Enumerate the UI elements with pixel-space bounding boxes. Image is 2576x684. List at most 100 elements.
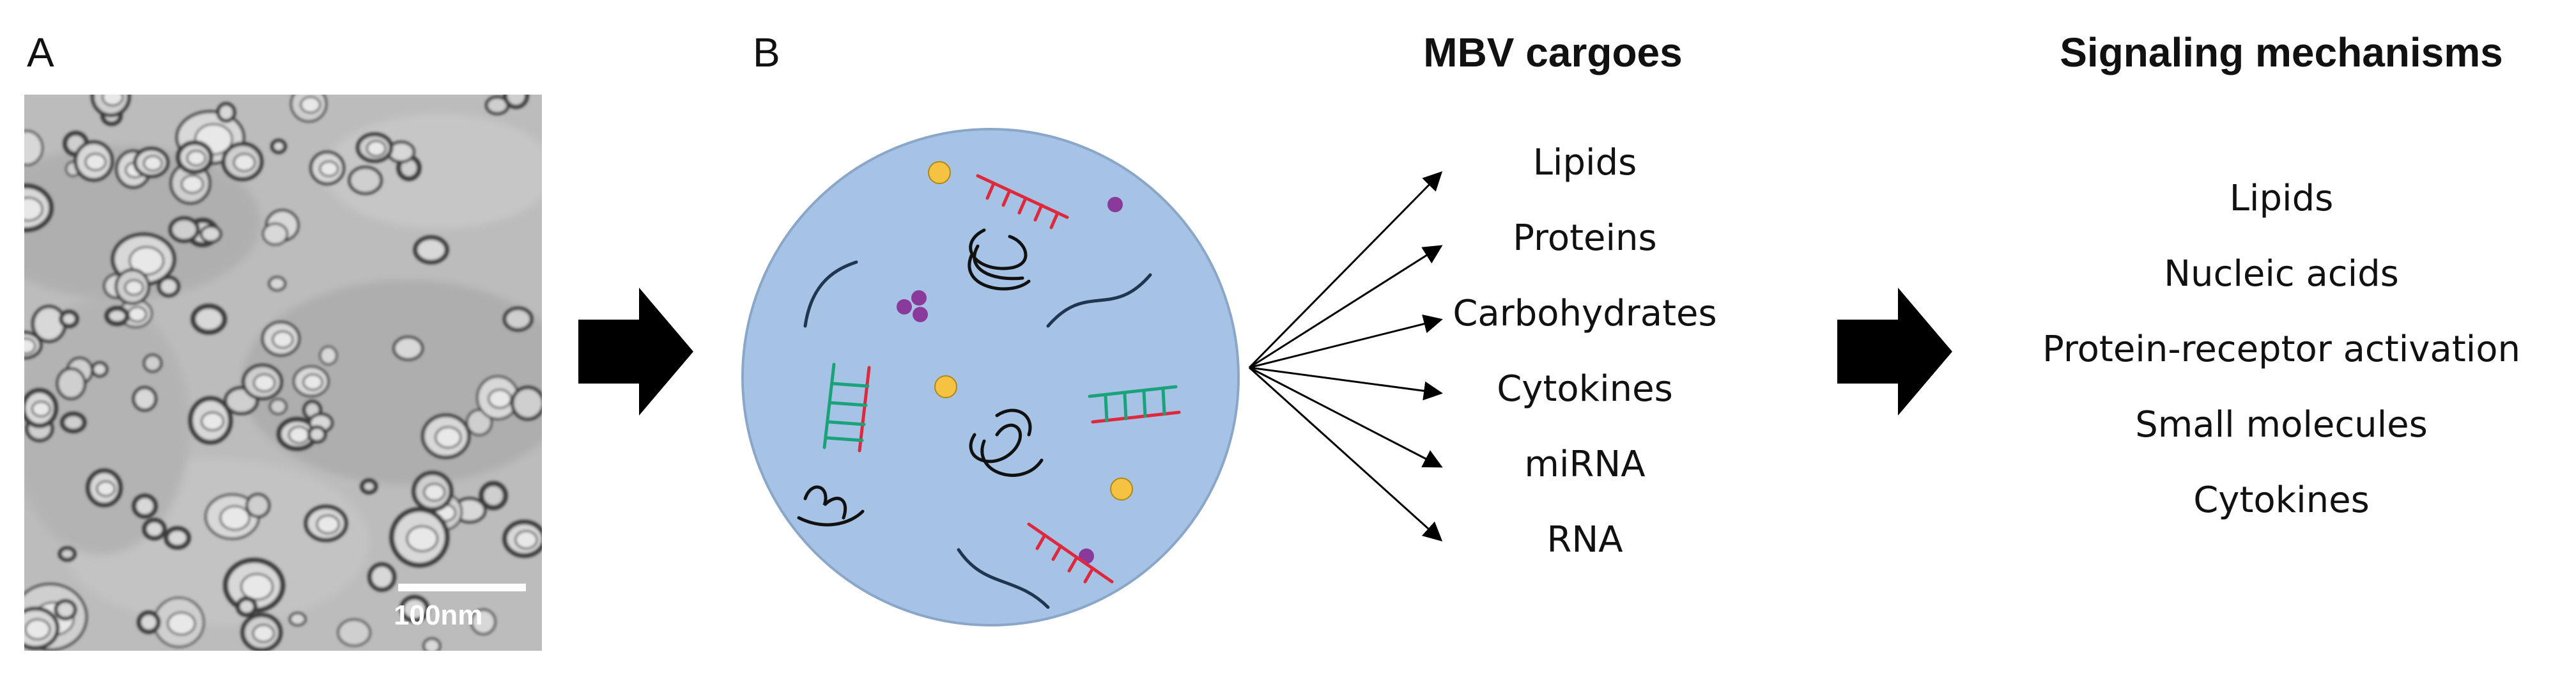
micrograph-vesicle <box>91 361 109 378</box>
signaling-item: Small molecules <box>2135 404 2428 446</box>
signaling-item: Protein-receptor activation <box>2042 329 2520 370</box>
thin-arrow-icon <box>1249 245 1443 369</box>
lipid-dot <box>1110 478 1133 501</box>
micrograph-vesicle-core <box>186 150 206 167</box>
micrograph-vesicle <box>157 276 181 298</box>
micrograph-vesicle-core <box>319 160 339 178</box>
strand <box>803 260 858 328</box>
polymer <box>969 228 1028 270</box>
micrograph-vesicle-core <box>435 426 462 449</box>
micrograph-vesicle <box>132 494 158 519</box>
micrograph-vesicle-core <box>167 611 196 636</box>
cargo-item: miRNA <box>1524 444 1646 485</box>
micrograph-vesicle <box>164 525 191 550</box>
micrograph-vesicle-core <box>423 483 446 502</box>
micrograph-vesicle-core <box>128 245 165 276</box>
thin-arrow-icon <box>1248 366 1443 542</box>
micrograph-vesicle <box>190 304 228 335</box>
micrograph-vesicle <box>502 306 534 332</box>
micrograph-vesicle <box>503 95 529 109</box>
rna-comb <box>1027 522 1114 584</box>
cargoes-list: Lipids Proteins Carbohydrates Cytokines … <box>1425 0 1745 684</box>
panel-a-label: A <box>27 29 54 75</box>
strand <box>957 548 1050 609</box>
micrograph-vesicle-core <box>252 373 276 393</box>
micrograph-vesicle <box>216 102 236 123</box>
polymer <box>980 439 1044 477</box>
cargo-item: Carbohydrates <box>1453 293 1717 334</box>
scale-bar-label: 100nm <box>394 600 483 631</box>
micrograph-vesicle-core <box>24 338 36 355</box>
micrograph-vesicle <box>245 493 271 518</box>
micrograph-vesicle <box>132 385 158 412</box>
micrograph-vesicle <box>510 385 542 421</box>
micrograph-vesicle <box>142 518 167 541</box>
polymer <box>973 244 1024 281</box>
micrograph-vesicle-core <box>240 573 274 601</box>
micrograph-vesicle-core <box>180 174 204 194</box>
strand <box>1046 273 1152 328</box>
micrograph-vesicle-core <box>252 624 275 643</box>
rna-duplex <box>822 362 871 453</box>
micrograph-vesicle <box>270 138 288 155</box>
micrograph-vesicle <box>136 610 161 634</box>
signaling-item: Lipids <box>2229 178 2334 219</box>
block-arrow-right-icon <box>1837 288 1952 416</box>
thin-arrow-group <box>1248 171 1443 542</box>
micrograph-vesicle <box>268 398 288 415</box>
micrograph-vesicle <box>59 411 87 433</box>
cargo-item: RNA <box>1546 519 1623 561</box>
micrograph-vesicle-core <box>84 152 107 171</box>
micrograph-vesicle <box>319 345 338 366</box>
micrograph-vesicle <box>337 618 371 647</box>
cargo-item: Cytokines <box>1497 368 1673 410</box>
thin-arrow-icon <box>1249 314 1443 369</box>
polymer <box>968 254 1031 291</box>
purple-dot <box>897 299 912 315</box>
micrograph-vesicle <box>360 478 378 495</box>
scale-bar <box>398 584 526 591</box>
micrograph-vesicle <box>392 336 424 361</box>
micrograph-vesicle <box>466 408 493 436</box>
block-arrow-right-icon <box>578 288 693 416</box>
purple-dot <box>911 290 927 306</box>
micrograph-vesicle <box>367 562 397 592</box>
cargoes-title: MBV cargoes <box>1423 29 1683 75</box>
polymer <box>995 408 1032 437</box>
micrograph-vesicle <box>307 425 327 444</box>
polymer <box>803 485 847 520</box>
vesicle-icon <box>741 128 1240 626</box>
signaling-title: Signaling mechanisms <box>2060 29 2503 75</box>
rna-duplex <box>1088 385 1181 424</box>
micrograph-vesicle-core <box>124 279 144 296</box>
micrograph-vesicle-core <box>488 389 513 409</box>
purple-dot <box>1107 197 1123 212</box>
micrograph-vesicle <box>268 276 286 291</box>
micrograph-vesicle <box>56 367 86 400</box>
micrograph-vesicle-core <box>302 373 323 391</box>
signaling-item: Cytokines <box>2193 479 2370 521</box>
thin-arrow-icon <box>1249 366 1443 401</box>
micrograph-vesicle <box>58 546 77 562</box>
micrograph-vesicle <box>288 612 307 626</box>
tem-micrograph: 100nm <box>24 95 542 651</box>
micrograph-vesicle-core <box>24 618 51 641</box>
lipid-dot <box>928 161 951 184</box>
micrograph-vesicle-core <box>406 525 438 552</box>
panel-b-label: B <box>753 29 780 75</box>
micrograph-vesicle <box>422 637 442 651</box>
lipid-dot <box>934 375 957 398</box>
micrograph-vesicle-core <box>366 139 387 157</box>
micrograph-vesicle-core <box>96 480 116 497</box>
micrograph-vesicle-core <box>316 514 340 534</box>
micrograph-image <box>24 95 542 651</box>
micrograph-vesicle-core <box>200 411 225 431</box>
micrograph-vesicle-core <box>233 153 256 173</box>
micrograph-vesicle <box>104 306 130 327</box>
micrograph-vesicle <box>479 481 508 511</box>
purple-dot <box>913 307 928 322</box>
micrograph-vesicle-core <box>127 306 148 323</box>
rna-comb <box>976 174 1069 229</box>
micrograph-vesicle <box>168 216 200 244</box>
cargo-item: Proteins <box>1513 217 1657 259</box>
